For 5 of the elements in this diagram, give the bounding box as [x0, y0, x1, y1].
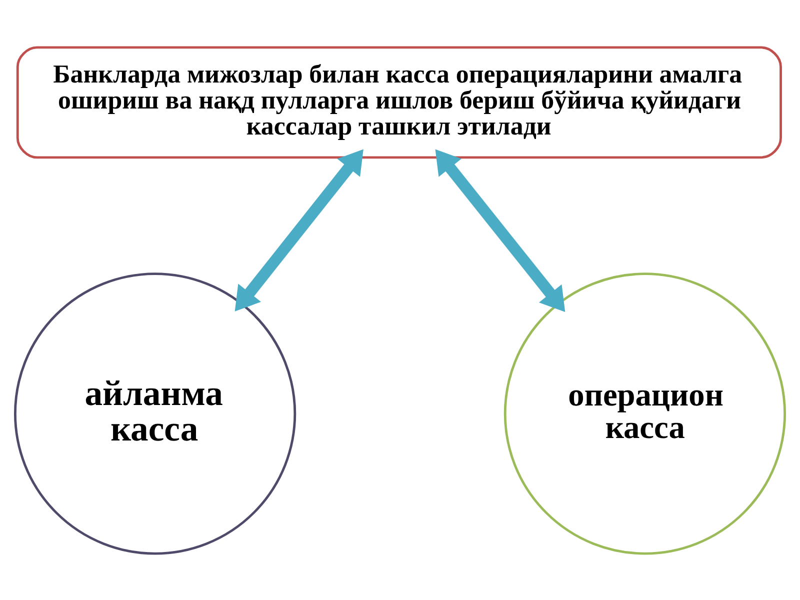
- arrow: [435, 148, 566, 312]
- node-circle: айланма касса: [14, 272, 296, 554]
- node-circle: операцион касса: [504, 272, 786, 554]
- arrow: [234, 148, 364, 311]
- node-box: Банкларда мижозлар билан касса операцияларини амалга ошириш ва нақд пулларга ишлов бериш бўйича қуйидаги кассалар ташкил этилади: [16, 46, 782, 158]
